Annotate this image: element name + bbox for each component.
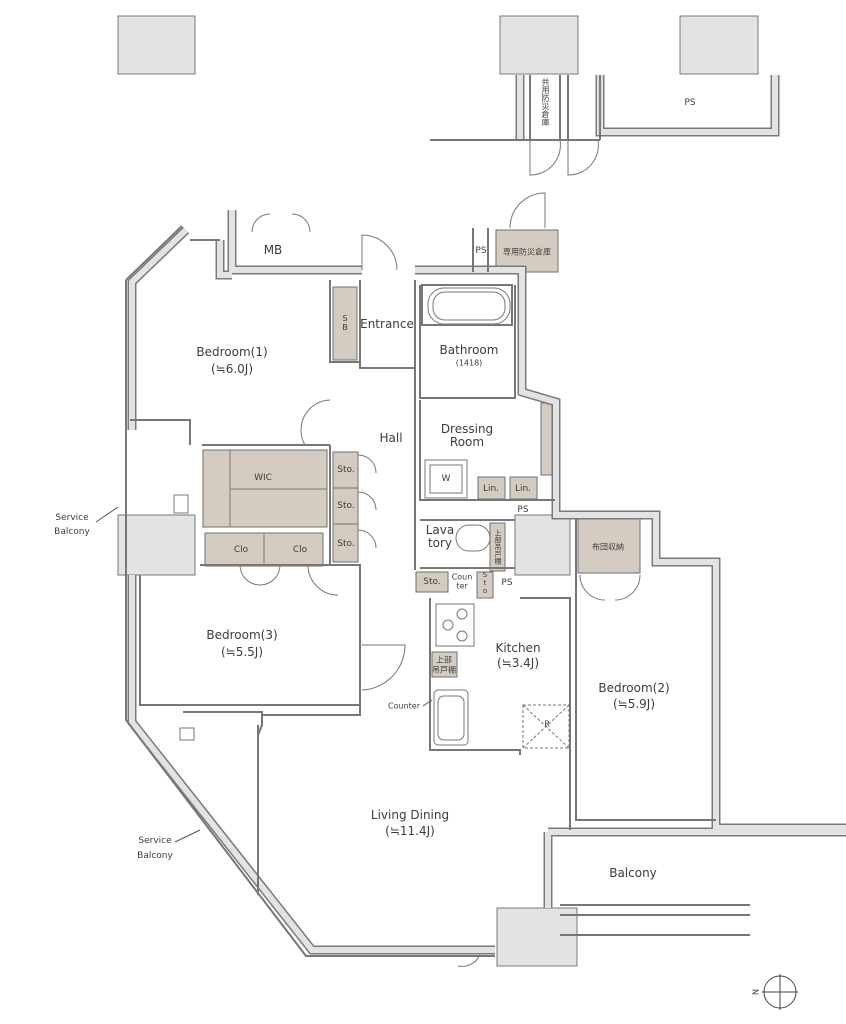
upper-cabinet-kitchen: 上部 [436, 655, 452, 665]
column [117, 514, 196, 576]
north-compass-icon [762, 974, 798, 1010]
storage-5: Sto [481, 571, 489, 595]
room-bedroom3: Bedroom(3) [206, 628, 278, 642]
storage-1: Sto. [337, 465, 355, 475]
linen-1: Lin. [482, 484, 500, 494]
room-ps-small: PS [501, 578, 513, 588]
room-kitchen-size: (≒3.4J) [496, 656, 540, 670]
room-bedroom1: Bedroom(1) [196, 345, 268, 359]
room-bedroom1-size: (≒6.0J) [210, 362, 254, 376]
room-living-dining-size: (≒11.4J) [385, 824, 435, 838]
closet-2: Clo [292, 545, 308, 555]
service-balcony-1: Service [55, 513, 89, 523]
storage-2: Sto. [337, 501, 355, 511]
room-lavatory: Lava [425, 523, 455, 537]
room-bathroom-size: (1418) [455, 358, 483, 368]
upper-cabinet-lavatory: 上部吊戸棚 [494, 529, 502, 565]
shoe-box: S B [342, 314, 348, 332]
futon-storage: 布団収納 [592, 542, 624, 552]
walk-in-closet: WIC [254, 473, 272, 483]
room-kitchen: Kitchen [495, 641, 541, 655]
storage-3: Sto. [337, 539, 355, 549]
room-bedroom3-size: (≒5.5J) [220, 645, 264, 659]
column [514, 514, 571, 576]
service-balcony-2-b: Balcony [137, 851, 173, 861]
room-entrance: Entrance [360, 317, 414, 331]
linen-2: Lin. [514, 484, 532, 494]
room-mb: MB [263, 243, 283, 257]
kitchen-counter: Counter [388, 701, 420, 711]
room-dressing-2: Room [449, 435, 485, 449]
column [117, 15, 196, 75]
room-bedroom2-size: (≒5.9J) [612, 697, 656, 711]
closet-1: Clo [233, 545, 249, 555]
room-lavatory-b: tory [427, 536, 453, 550]
room-shared-storage: 共用防災倉庫 [541, 78, 550, 126]
compass-north-label: N [751, 989, 761, 995]
room-ps-mid: PS [517, 505, 529, 515]
counter-small-b: ter [456, 581, 468, 591]
room-hall: Hall [379, 431, 403, 445]
service-balcony-1-b: Balcony [54, 527, 90, 537]
room-living-dining: Living Dining [370, 808, 450, 822]
storage-4: Sto. [423, 577, 441, 587]
column [496, 907, 578, 967]
room-dressing: Dressing [440, 422, 494, 436]
room-private-storage: 専用防災倉庫 [503, 247, 551, 257]
room-bedroom2: Bedroom(2) [598, 681, 670, 695]
room-ps-top: PS [684, 98, 696, 108]
washer: W [441, 474, 451, 484]
room-bathroom: Bathroom [439, 343, 499, 357]
column [679, 15, 759, 75]
service-balcony-2: Service [138, 836, 172, 846]
room-ps-entry: PS [475, 246, 487, 256]
column [499, 15, 579, 75]
counter-small: Coun [451, 572, 473, 582]
fridge-space: R [544, 719, 550, 729]
room-balcony: Balcony [609, 866, 657, 880]
upper-cabinet-kitchen-b: 吊戸棚 [432, 665, 456, 675]
